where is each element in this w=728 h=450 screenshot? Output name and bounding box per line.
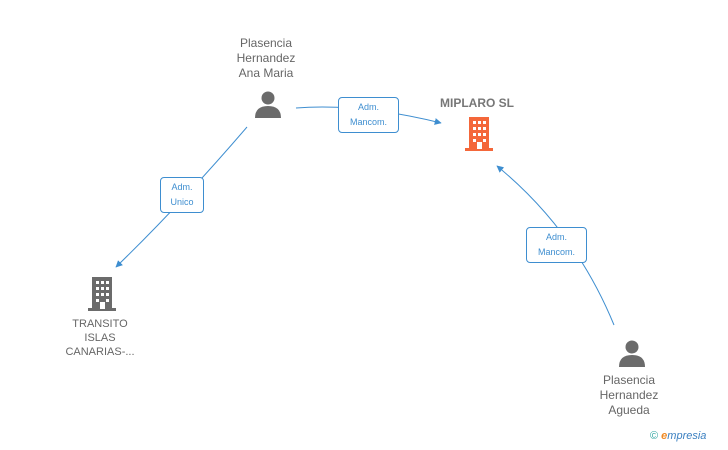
copyright-footer: © empresia	[650, 430, 706, 442]
building-icon[interactable]	[463, 117, 495, 151]
edge-label-line: Mancom.	[349, 117, 387, 127]
edge-label-line: Unico	[170, 197, 194, 207]
brand-initial: e	[661, 430, 668, 442]
edge-label-adm-unico[interactable]: Adm. Unico	[160, 177, 204, 213]
person-name-line: Hernandez	[236, 51, 296, 65]
person-name-line: Agueda	[608, 403, 650, 417]
company-label-transito[interactable]: TRANSITO ISLAS CANARIAS-...	[52, 317, 148, 359]
company-title-miplaro[interactable]: MIPLARO SL	[440, 96, 514, 110]
company-name-line: ISLAS	[84, 332, 116, 344]
copyright-symbol: ©	[650, 430, 659, 442]
person-label-agueda: Plasencia Hernandez Agueda	[584, 373, 674, 418]
person-icon[interactable]	[253, 90, 283, 118]
person-name-line: Plasencia	[602, 373, 656, 387]
building-icon[interactable]	[86, 277, 118, 311]
person-icon[interactable]	[617, 339, 647, 367]
edge-label-adm-mancom[interactable]: Adm. Mancom.	[338, 97, 399, 133]
edge-label-line: Adm.	[545, 232, 567, 242]
person-label-ana-maria: Plasencia Hernandez Ana Maria	[222, 36, 310, 81]
person-name-line: Ana Maria	[238, 66, 294, 80]
brand-name: mpresia	[667, 430, 707, 442]
person-name-line: Hernandez	[599, 388, 659, 402]
edge-label-adm-mancom[interactable]: Adm. Mancom.	[526, 227, 587, 263]
edge-label-line: Mancom.	[537, 247, 575, 257]
edge-label-line: Adm.	[357, 102, 379, 112]
company-name-line: CANARIAS-...	[65, 346, 135, 358]
edge-label-line: Adm.	[171, 182, 193, 192]
person-name-line: Plasencia	[239, 36, 293, 50]
company-name-line: TRANSITO	[72, 318, 128, 330]
